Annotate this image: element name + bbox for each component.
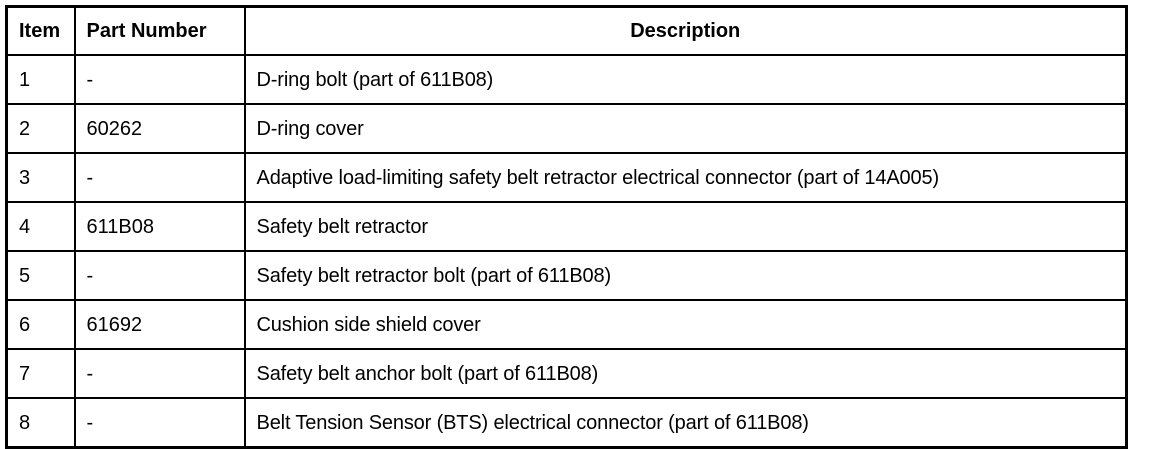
cell-part-number: - xyxy=(73,152,246,203)
cell-description: Adaptive load-limiting safety belt retra… xyxy=(243,152,1128,203)
cell-part-number: 611B08 xyxy=(73,201,246,252)
cell-description: Safety belt anchor bolt (part of 611B08) xyxy=(243,348,1128,399)
table-row: 5-Safety belt retractor bolt (part of 61… xyxy=(5,250,1128,301)
cell-description: Cushion side shield cover xyxy=(243,299,1128,350)
cell-part-number: 61692 xyxy=(73,299,246,350)
cell-item: 5 xyxy=(5,250,76,301)
cell-description: Belt Tension Sensor (BTS) electrical con… xyxy=(243,397,1128,449)
cell-item: 7 xyxy=(5,348,76,399)
parts-table: Item Part Number Description 1-D-ring bo… xyxy=(5,5,1128,449)
column-header-part-number: Part Number xyxy=(73,5,246,56)
table-row: 1-D-ring bolt (part of 611B08) xyxy=(5,54,1128,105)
cell-part-number: - xyxy=(73,397,246,449)
table-row: 7-Safety belt anchor bolt (part of 611B0… xyxy=(5,348,1128,399)
cell-part-number: - xyxy=(73,250,246,301)
cell-part-number: - xyxy=(73,348,246,399)
column-header-item: Item xyxy=(5,5,76,56)
cell-description: Safety belt retractor bolt (part of 611B… xyxy=(243,250,1128,301)
cell-item: 1 xyxy=(5,54,76,105)
cell-item: 2 xyxy=(5,103,76,154)
cell-item: 3 xyxy=(5,152,76,203)
cell-item: 4 xyxy=(5,201,76,252)
cell-item: 6 xyxy=(5,299,76,350)
cell-item: 8 xyxy=(5,397,76,449)
cell-description: Safety belt retractor xyxy=(243,201,1128,252)
cell-part-number: 60262 xyxy=(73,103,246,154)
table-header: Item Part Number Description xyxy=(5,5,1128,56)
table-row: 8-Belt Tension Sensor (BTS) electrical c… xyxy=(5,397,1128,449)
table-header-row: Item Part Number Description xyxy=(5,5,1128,56)
cell-description: D-ring bolt (part of 611B08) xyxy=(243,54,1128,105)
cell-part-number: - xyxy=(73,54,246,105)
table-row: 3-Adaptive load-limiting safety belt ret… xyxy=(5,152,1128,203)
cell-description: D-ring cover xyxy=(243,103,1128,154)
column-header-description: Description xyxy=(243,5,1128,56)
